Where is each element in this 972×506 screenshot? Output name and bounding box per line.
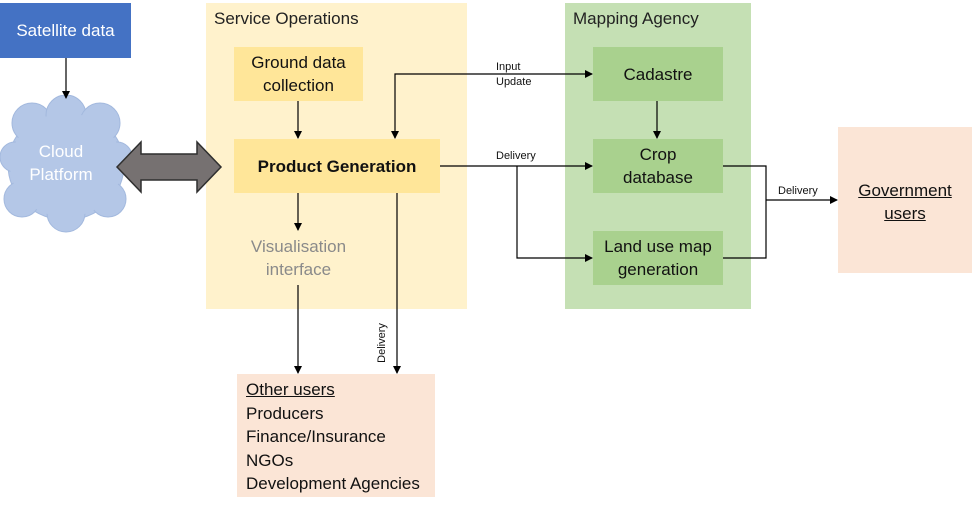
edge-label-delivery-crop: Delivery: [496, 150, 536, 162]
visual-line-2: interface: [265, 260, 332, 279]
landuse-line-2: generation: [617, 260, 699, 279]
double-arrow-icon: [115, 140, 223, 194]
crop-line-1: Crop: [639, 145, 677, 164]
gov-line-1: Government: [858, 181, 952, 200]
gov-line-2: users: [884, 204, 926, 223]
service-operations-title: Service Operations: [214, 9, 359, 28]
cloud-line-1: Cloud: [38, 142, 84, 161]
cloud-line-2: Platform: [29, 165, 93, 184]
ground-line-1: Ground data: [251, 53, 346, 72]
other-users-item: NGOs: [246, 450, 294, 470]
other-users-item: Development Agencies: [246, 474, 420, 493]
arrow-product-landuse: [516, 166, 593, 262]
ground-line-2: collection: [263, 76, 334, 95]
product-generation-box: Product Generation: [234, 139, 440, 193]
mapping-agency-title: Mapping Agency: [573, 9, 699, 28]
cadastre-label: Cadastre: [623, 64, 693, 84]
cadastre-box: Cadastre: [593, 47, 723, 101]
visual-line-1: Visualisation: [250, 237, 347, 256]
edge-label-input: Input: [496, 61, 521, 73]
government-users-box: Government users: [838, 127, 972, 273]
landuse-line-1: Land use map: [604, 237, 712, 256]
other-users-item: Producers: [246, 403, 324, 423]
edge-label-update: Update: [496, 76, 532, 88]
other-users-box: Other users Producers Finance/Insurance …: [237, 374, 435, 497]
product-generation-label: Product Generation: [257, 156, 417, 176]
land-use-map-box: Land use map generation: [593, 231, 723, 285]
other-users-title: Other users: [246, 380, 335, 399]
visualisation-interface-box: Visualisation interface: [234, 231, 363, 285]
satellite-data-label: Satellite data: [16, 21, 115, 40]
edge-label-delivery-vertical: Delivery: [375, 323, 388, 363]
line-crop-bracket: [723, 165, 767, 259]
ground-data-collection-box: Ground data collection: [234, 47, 363, 101]
cloud-shape: [0, 95, 132, 233]
crop-database-box: Crop database: [593, 139, 723, 193]
satellite-data-box: Satellite data: [0, 3, 131, 58]
edge-label-delivery-gov: Delivery: [778, 185, 818, 197]
cloud-platform-label: Cloud Platform: [18, 140, 104, 186]
arrow-update-product: [391, 73, 405, 139]
other-users-item: Finance/Insurance: [246, 427, 386, 446]
crop-line-2: database: [623, 168, 693, 187]
